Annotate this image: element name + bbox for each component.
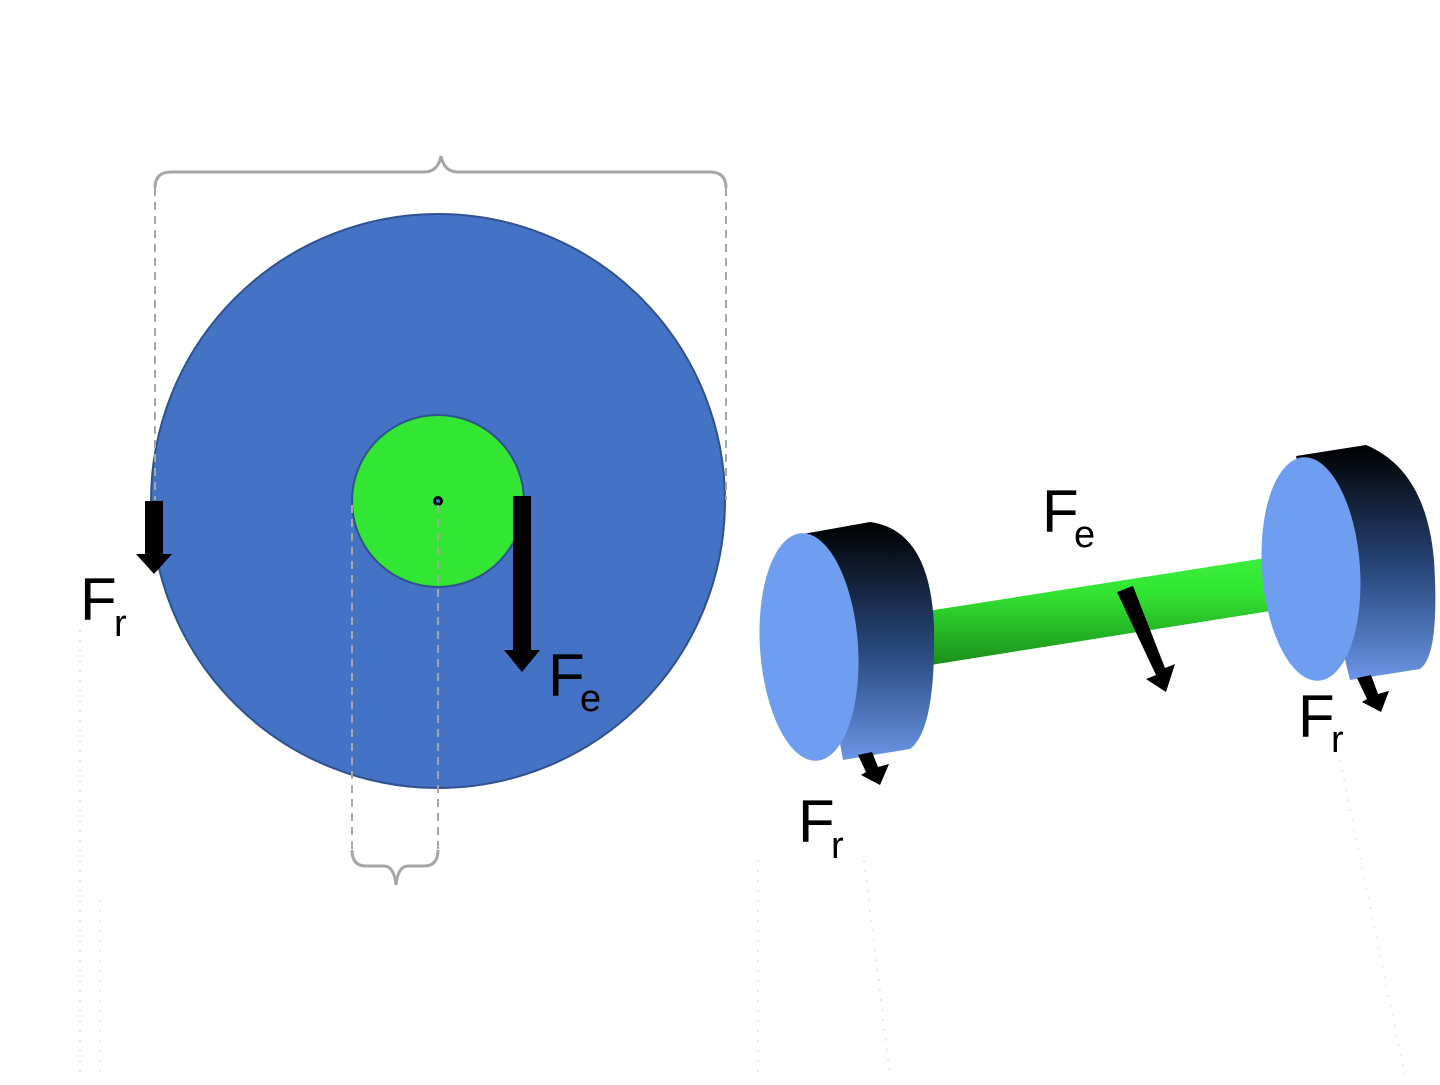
axle-force-arrow-3d bbox=[1117, 586, 1175, 692]
axle-force-label-3d-subscript: e bbox=[1074, 514, 1095, 556]
faint-guide-line bbox=[1339, 759, 1406, 1076]
rim-force-label: F bbox=[80, 566, 117, 633]
diameter-brace bbox=[153, 155, 728, 189]
left-wheel-face bbox=[759, 533, 859, 761]
left-wheel-force-label-subscript: r bbox=[831, 825, 844, 867]
side-view: F e F r F r bbox=[757, 445, 1436, 1076]
left-wheel-force-label: F bbox=[798, 788, 835, 855]
radius-brace bbox=[350, 849, 440, 886]
axle-shaft bbox=[915, 551, 1318, 667]
front-view: F r F e bbox=[79, 155, 728, 1075]
faint-guide-line bbox=[863, 859, 891, 1076]
rim-force-label-subscript: r bbox=[114, 603, 127, 645]
right-wheel-face bbox=[1261, 457, 1361, 681]
right-wheel-force-label-subscript: r bbox=[1331, 719, 1344, 761]
right-wheel-force-arrow bbox=[1357, 675, 1389, 712]
axle-force-arrow bbox=[504, 496, 540, 672]
axle-force-label-3d: F bbox=[1042, 478, 1079, 545]
axle-force-label: F bbox=[548, 642, 585, 709]
left-wheel-force-arrow bbox=[858, 752, 889, 785]
right-wheel-force-label: F bbox=[1298, 683, 1335, 750]
axle-force-label-subscript: e bbox=[580, 678, 601, 720]
rim-force-arrow bbox=[136, 501, 172, 574]
axle-center-dot-inner bbox=[436, 499, 440, 503]
